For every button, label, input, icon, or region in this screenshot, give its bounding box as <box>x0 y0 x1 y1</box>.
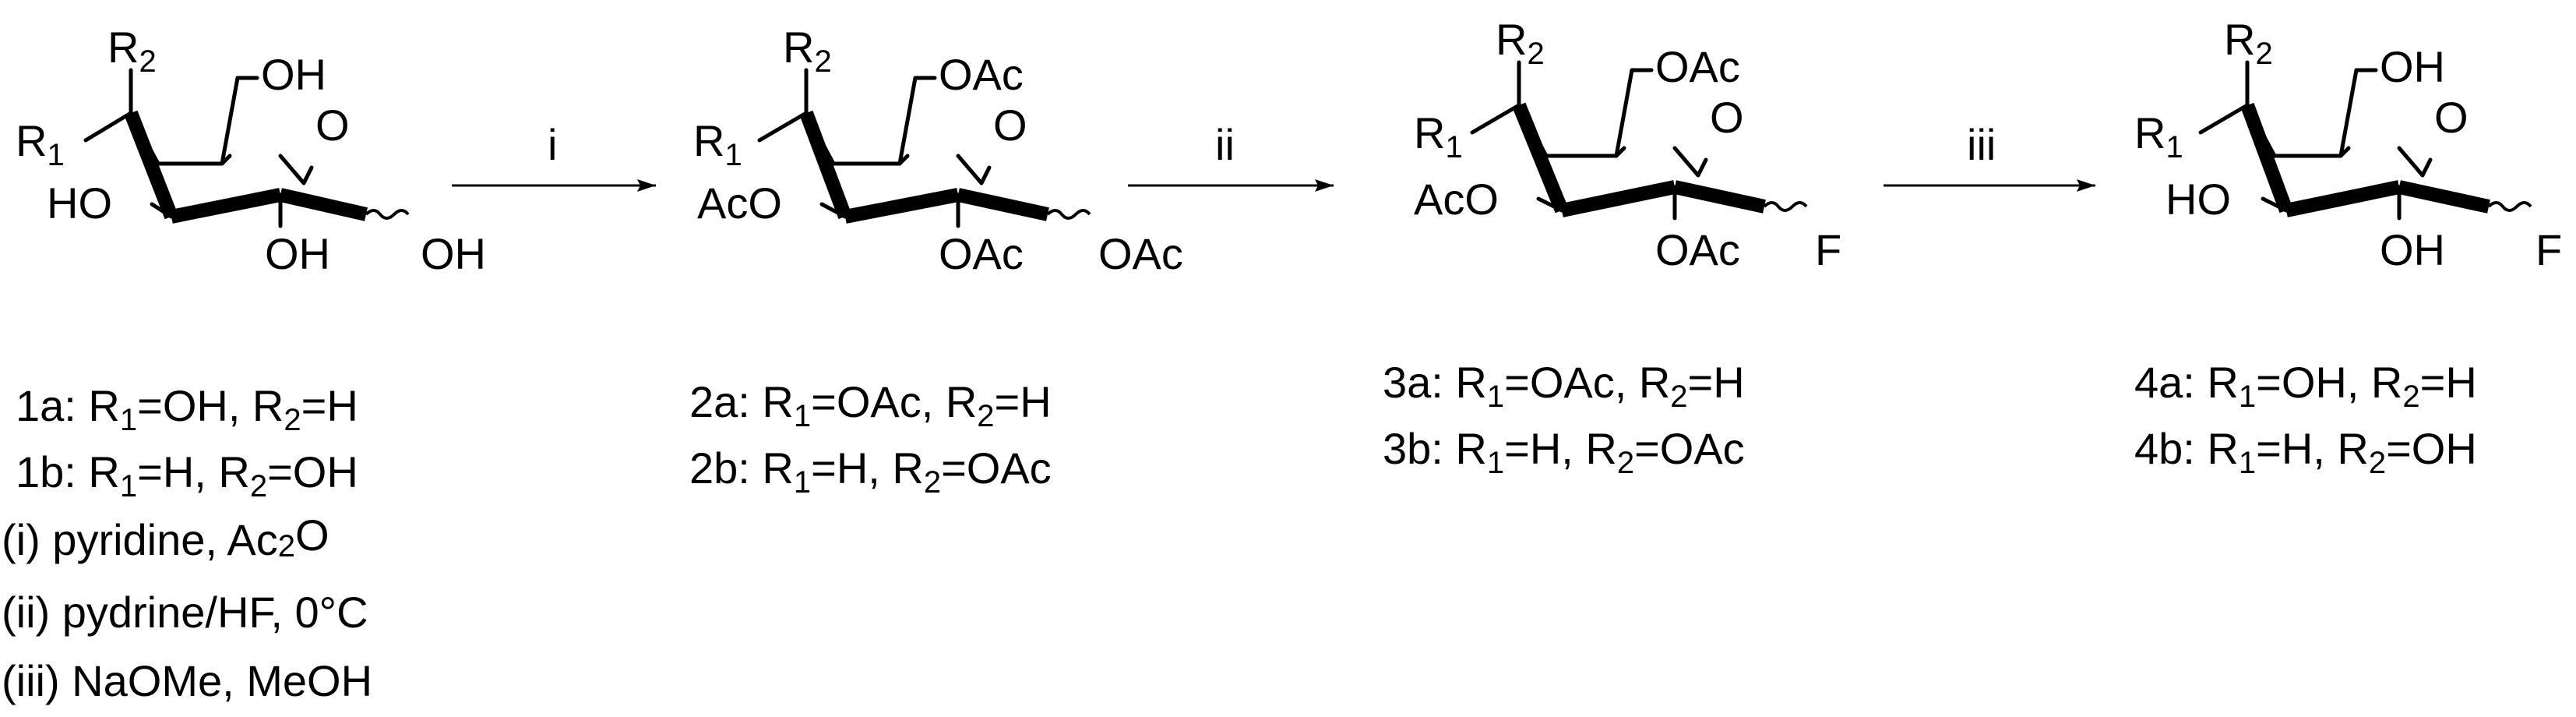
reaction-arrow-i: i <box>452 120 656 192</box>
compound-3: R2 R1 OAc O AcO OAc F 3a: R1=OAc, R2=H 3… <box>1383 15 1841 480</box>
c3-substituent: AcO <box>1414 175 1499 224</box>
c2-substituent: OH <box>265 229 330 278</box>
substituent-line-4a: 4a: R1=OH, R2=H <box>2134 358 2477 414</box>
c6-substituent: OAc <box>939 50 1024 99</box>
substituent-line-3b: 3b: R1=H, R2=OAc <box>1383 424 1745 480</box>
c6-substituent: OAc <box>1655 42 1740 91</box>
r1-label: R1 <box>1414 108 1463 164</box>
substituent-line-1a: 1a: R1=OH, R2=H <box>16 381 358 437</box>
substituent-line-1b: 1b: R1=H, R2=OH <box>16 447 358 503</box>
c3-substituent: AcO <box>697 178 782 228</box>
c6-substituent: OH <box>261 50 326 99</box>
c2-substituent: OH <box>2380 225 2445 274</box>
condition-i: (i) pyridine, Ac2O <box>2 510 329 564</box>
r2-label: R2 <box>783 23 832 79</box>
reaction-conditions: (i) pyridine, Ac2O (ii) pydrine/HF, 0°C … <box>2 510 372 705</box>
substituent-line-4b: 4b: R1=H, R2=OH <box>2134 424 2477 480</box>
pyranose-ring <box>2198 60 2532 221</box>
condition-iii: (iii) NaOMe, MeOH <box>2 656 372 705</box>
c6-substituent: OH <box>2380 42 2445 91</box>
arrow-label-i: i <box>548 120 557 169</box>
r2-label: R2 <box>2224 15 2273 71</box>
compound-1: R2 R1 OH O HO OH OH 1a: R1=OH, R2=H 1b: … <box>16 23 486 503</box>
r2-label: R2 <box>107 23 157 79</box>
reaction-arrow-ii: ii <box>1128 120 1334 192</box>
r1-label: R1 <box>693 116 742 172</box>
substituent-line-2a: 2a: R1=OAc, R2=H <box>689 377 1052 433</box>
ring-oxygen: O <box>993 101 1027 150</box>
c1-substituent: F <box>1815 225 1841 274</box>
pyranose-ring <box>1470 60 1808 221</box>
r1-label: R1 <box>16 116 65 172</box>
condition-ii: (ii) pydrine/HF, 0°C <box>2 588 368 637</box>
pyranose-ring <box>83 68 410 228</box>
compound-4: R2 R1 OH O HO OH F 4a: R1=OH, R2=H 4b: R… <box>2134 15 2562 480</box>
substituent-line-2b: 2b: R1=H, R2=OAc <box>689 443 1052 500</box>
r2-label: R2 <box>1496 15 1545 71</box>
ring-oxygen: O <box>315 101 350 150</box>
c3-substituent: HO <box>2165 175 2231 224</box>
ring-oxygen: O <box>1710 93 1744 142</box>
c1-substituent: OAc <box>1098 229 1183 278</box>
ring-oxygen: O <box>2434 93 2469 142</box>
c2-substituent: OAc <box>939 229 1024 278</box>
arrow-label-iii: iii <box>1967 120 1996 169</box>
arrow-label-ii: ii <box>1215 120 1235 169</box>
pyranose-ring <box>757 68 1091 228</box>
compound-2: R2 R1 OAc O AcO OAc OAc 2a: R1=OAc, R2=H… <box>689 23 1183 500</box>
c1-substituent: OH <box>421 229 486 278</box>
substituent-line-3a: 3a: R1=OAc, R2=H <box>1383 358 1745 414</box>
reaction-arrow-iii: iii <box>1884 120 2095 192</box>
c1-substituent: F <box>2535 225 2562 274</box>
r1-label: R1 <box>2134 108 2183 164</box>
c2-substituent: OAc <box>1655 225 1740 274</box>
c3-substituent: HO <box>47 178 112 228</box>
